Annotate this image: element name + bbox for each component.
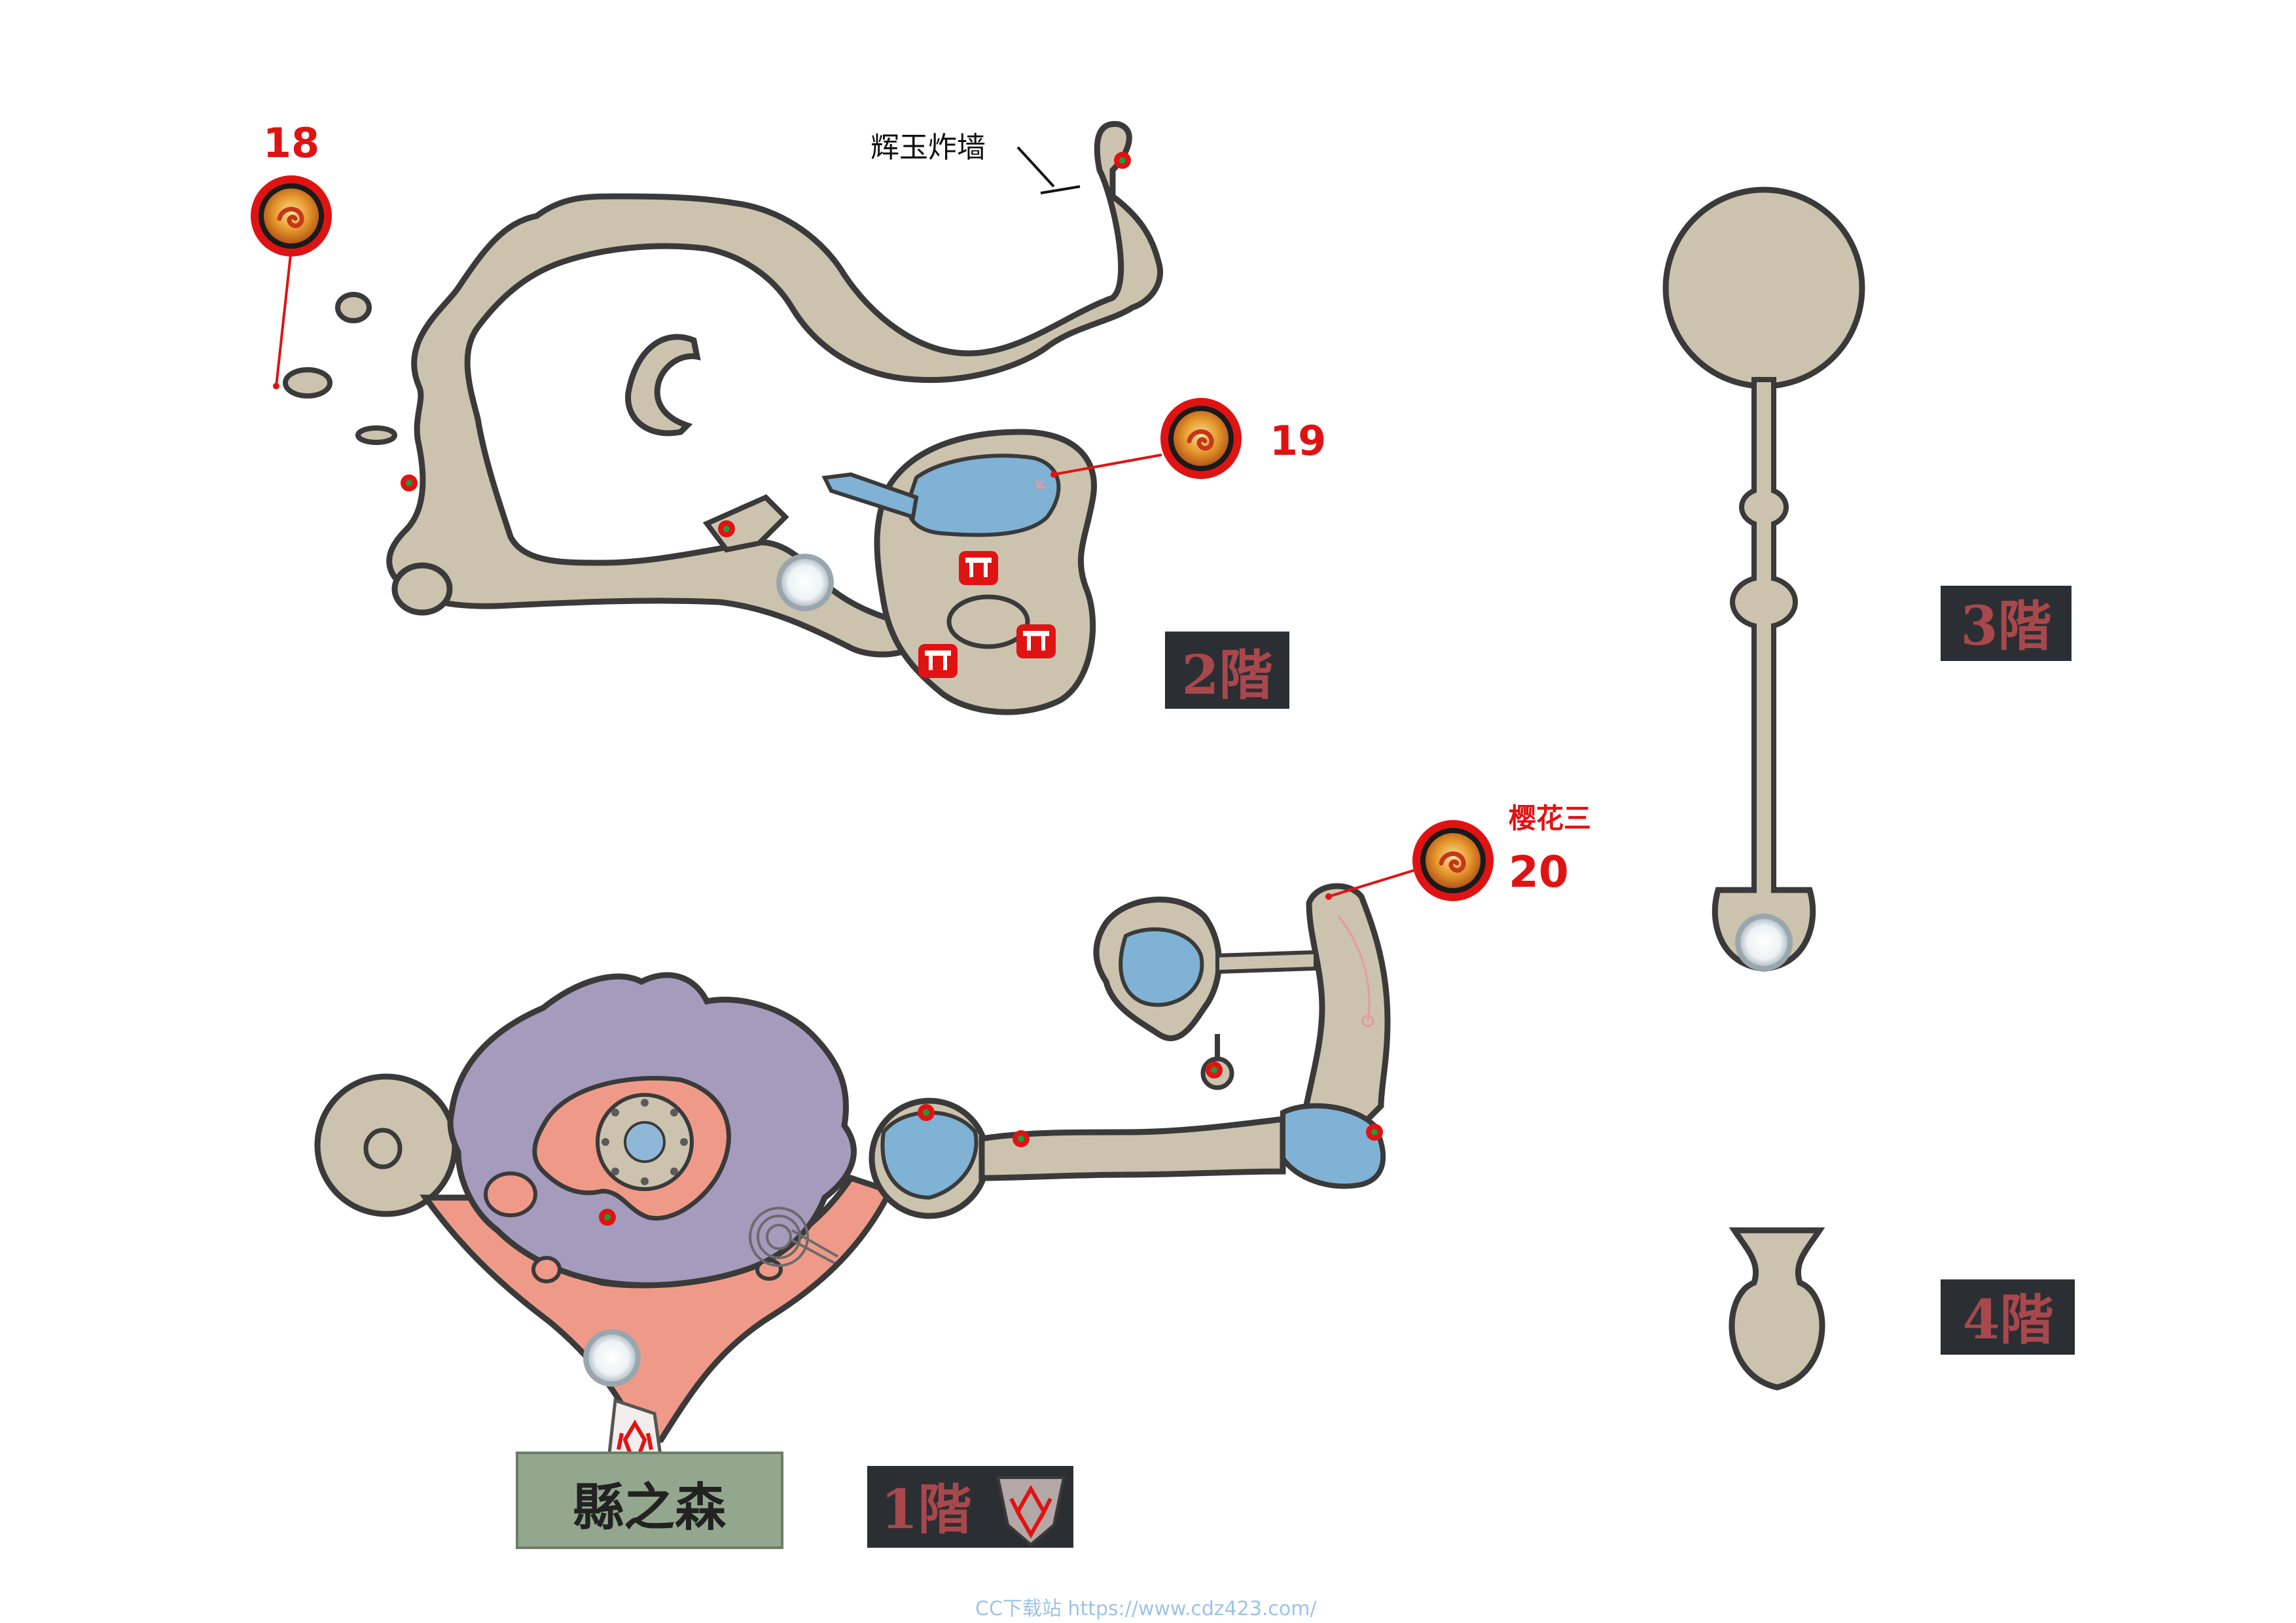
shrine-dots [601, 1099, 688, 1185]
warp-mirror-icon[interactable] [583, 1329, 641, 1387]
floor-1-label: 1階 [867, 1466, 1073, 1548]
bomb-wall-annotation: 辉玉炸墙 [870, 131, 1081, 194]
warp-mirror-icon[interactable] [1735, 914, 1793, 971]
torii-gate-icon[interactable] [959, 551, 998, 585]
torii-gate-icon[interactable] [1016, 624, 1056, 658]
floor-1-blob-1 [484, 1171, 537, 1217]
islet-2 [283, 367, 332, 399]
floor-4-label: 4階 [1941, 1279, 2075, 1355]
watermark: CC下载站 https://www.cdz423.com/ [975, 1597, 1318, 1620]
floor-1-north-link [1215, 950, 1318, 974]
area-name-plate: 縣之森 [516, 1452, 783, 1549]
torii-gate-icon[interactable] [918, 644, 958, 678]
floor-1-ne-passage [1299, 883, 1391, 1129]
red-dot-marker-icon[interactable] [1366, 1124, 1383, 1141]
floor-3-label: 3階 [1941, 586, 2072, 661]
islet-3 [355, 425, 397, 445]
floor-4-label-text: 4階 [1962, 1289, 2053, 1351]
floor-1-east-corridor [978, 1115, 1286, 1181]
red-dot-marker-icon[interactable] [1206, 1061, 1223, 1079]
floor-2-water-pool [906, 454, 1061, 537]
islet-4 [391, 562, 453, 616]
floor-3-map [1662, 187, 1865, 972]
warp-mirror-icon[interactable] [776, 554, 834, 611]
floor-4-room [1729, 1227, 1825, 1391]
fruit-orb-icon [1412, 820, 1494, 901]
floor-3-top-room [1662, 187, 1865, 389]
floor-2-main-cave [386, 120, 1164, 658]
wolf-head-icon [996, 1476, 1066, 1546]
marker-20[interactable]: 20 樱花三 [1325, 802, 1591, 1027]
marker-20-label: 20 [1509, 847, 1569, 897]
red-dot-marker-icon[interactable] [401, 474, 418, 491]
marker-19-label: 19 [1270, 417, 1326, 465]
floor-1-ne-pool [1280, 1103, 1386, 1189]
floor-2-stream [821, 472, 919, 520]
red-dot-marker-icon[interactable] [918, 1104, 935, 1121]
floor-2-label-text: 2階 [1181, 644, 1272, 707]
floor-2-c-pillar [625, 334, 701, 437]
floor-4-map [1729, 1227, 1825, 1391]
floor-2-map [283, 120, 1164, 715]
floor-2-pillar [946, 594, 1030, 649]
floor-1-north-pool [1119, 927, 1204, 1007]
red-dot-marker-icon[interactable] [718, 520, 735, 537]
floor-1-map [314, 883, 1391, 1443]
floor-2-label: 2階 [1165, 632, 1289, 709]
floor-1-blob-2 [531, 1256, 562, 1283]
marker-19[interactable]: 19 [1036, 398, 1326, 489]
bomb-wall-label: 辉玉炸墙 [870, 131, 986, 164]
marker-18[interactable]: 18 [251, 119, 332, 389]
floor-3-label-text: 3階 [1960, 595, 2051, 658]
marker-18-label: 18 [263, 119, 319, 167]
red-dot-marker-icon[interactable] [599, 1209, 616, 1226]
floor-1-label-text: 1階 [880, 1478, 971, 1541]
fruit-orb-icon [251, 175, 332, 257]
floor-1-west-pillar [363, 1128, 403, 1169]
islet-1 [335, 292, 372, 323]
sakura-annotation: 樱花三 [1509, 802, 1591, 834]
area-name: 縣之森 [573, 1478, 726, 1537]
wind-swirl-icon [749, 1207, 838, 1267]
fruit-orb-icon [1160, 398, 1242, 479]
red-dot-marker-icon[interactable] [1114, 152, 1131, 169]
shrine-inner [624, 1121, 666, 1163]
red-dot-marker-icon[interactable] [1013, 1130, 1030, 1147]
